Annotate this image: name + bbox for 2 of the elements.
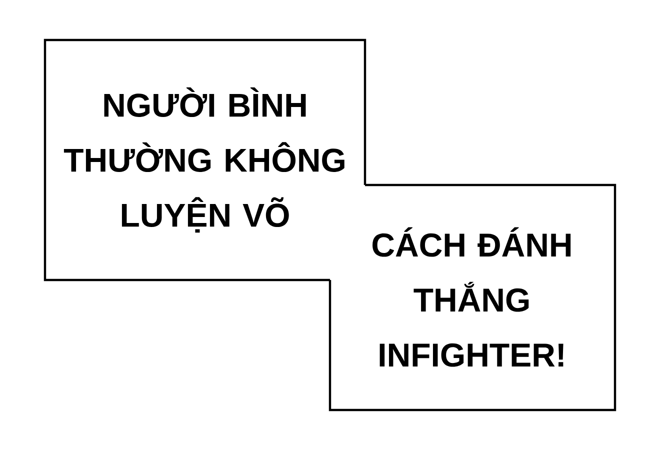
speech-box: NGƯỜI BÌNH THƯỜNG KHÔNG LUYỆN VÕ — [44, 38, 366, 282]
speech-box: CÁCH ĐÁNH THẮNG INFIGHTER! — [328, 184, 616, 412]
